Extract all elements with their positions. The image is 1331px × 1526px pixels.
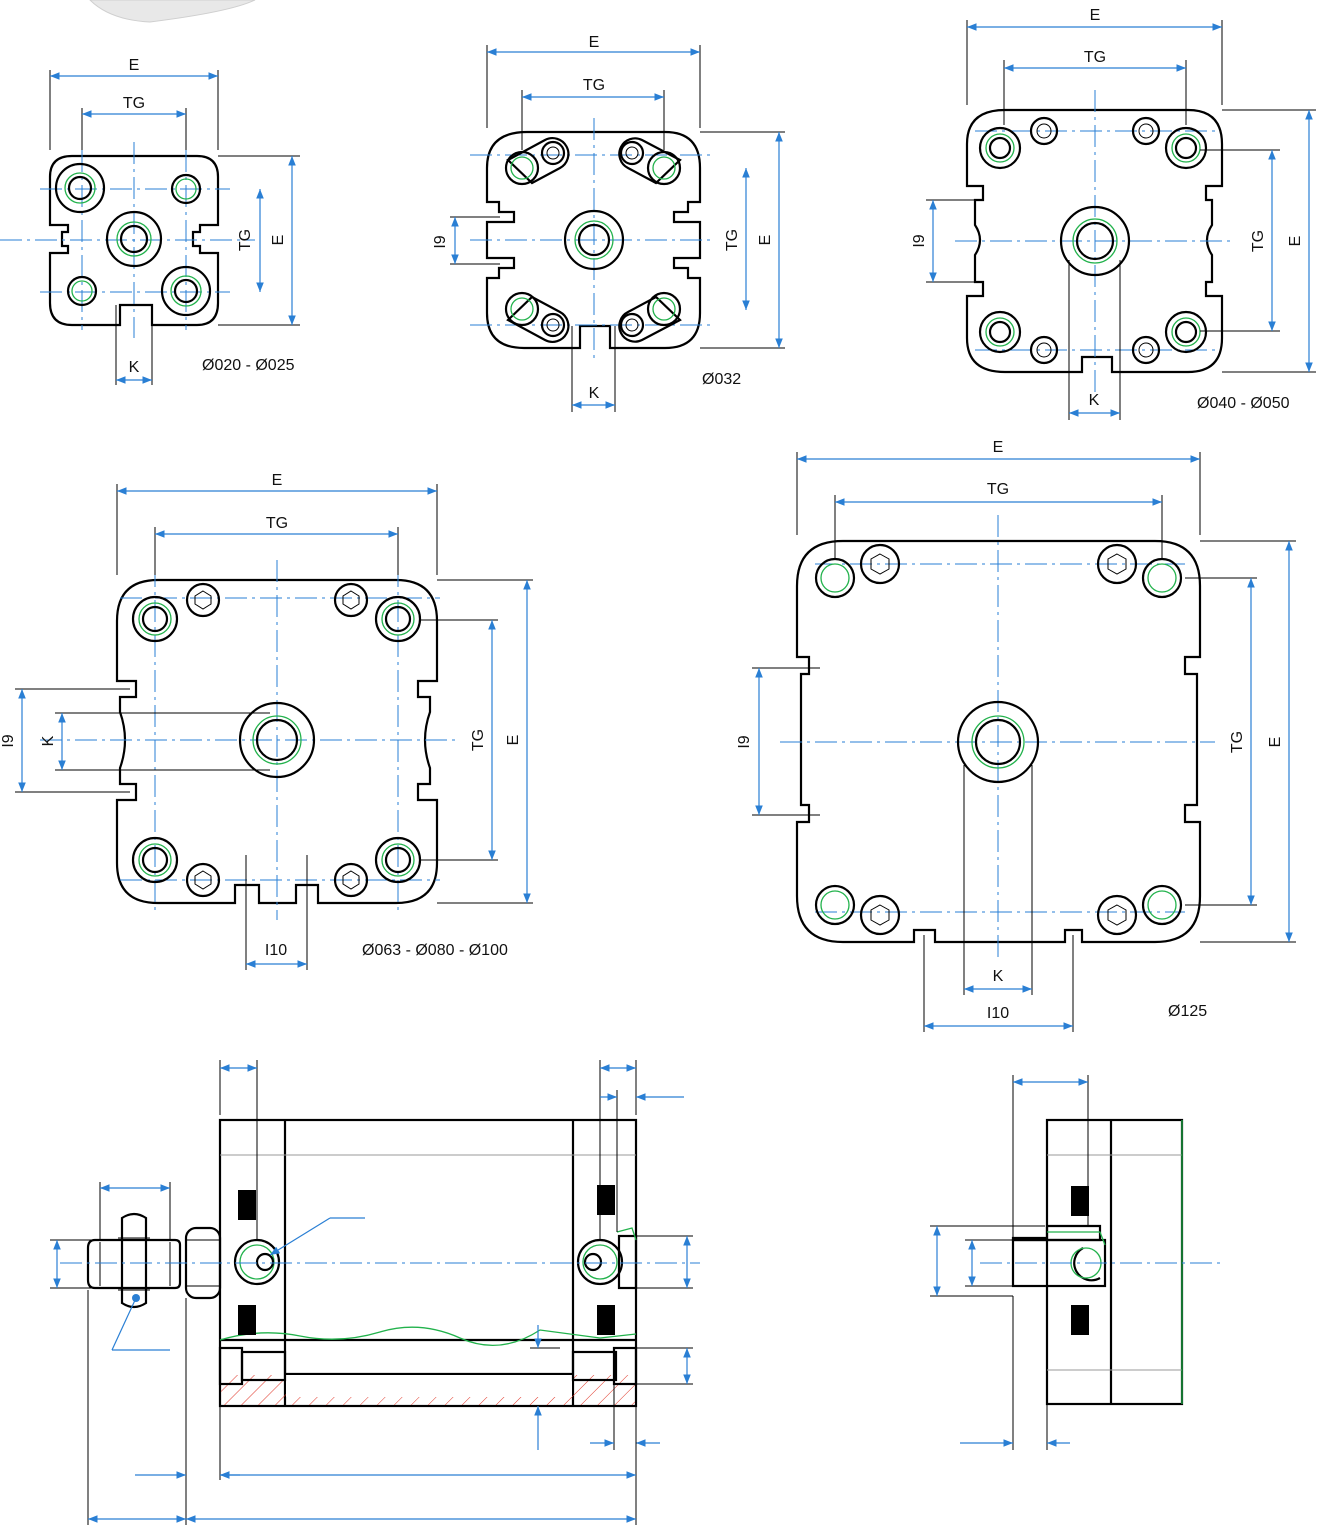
dim-label-i10: I10 bbox=[987, 1005, 1009, 1022]
view-caption: Ø063 - Ø080 - Ø100 bbox=[362, 942, 508, 959]
end-plate-outline bbox=[485, 130, 702, 350]
dim-label-e: E bbox=[129, 57, 140, 74]
rod-bore bbox=[105, 210, 163, 268]
dim-label-k: K bbox=[1089, 392, 1100, 409]
dim-label-e-vertical: E bbox=[757, 235, 774, 246]
mounting-hole bbox=[170, 173, 202, 205]
dim-label-i9: I9 bbox=[432, 235, 449, 248]
end-plate-outline bbox=[795, 539, 1202, 944]
dim-label-k: K bbox=[40, 735, 57, 746]
rod-bore bbox=[238, 701, 316, 779]
dim-label-tg: TG bbox=[583, 77, 605, 94]
dim-label-i9: I9 bbox=[0, 734, 17, 747]
dim-label-tg: TG bbox=[987, 481, 1009, 498]
dim-label-tg-vertical: TG bbox=[1229, 731, 1246, 753]
view-d125: E TG I9 TG E K I10 Ø125 bbox=[736, 439, 1296, 1032]
mounting-hole bbox=[54, 162, 106, 214]
dim-label-tg: TG bbox=[266, 515, 288, 532]
dim-label-tg-vertical: TG bbox=[1250, 230, 1267, 252]
dim-label-i10: I10 bbox=[265, 942, 287, 959]
port-mark bbox=[1071, 1186, 1089, 1216]
dim-label-e-vertical: E bbox=[270, 235, 287, 246]
rod-bore bbox=[563, 209, 625, 271]
photo-fragment bbox=[89, 0, 256, 23]
dim-label-k: K bbox=[589, 385, 600, 402]
dim-label-tg-vertical: TG bbox=[724, 229, 741, 251]
port-mark bbox=[238, 1190, 256, 1220]
view-caption: Ø020 - Ø025 bbox=[202, 357, 295, 374]
port-mark bbox=[597, 1305, 615, 1335]
hex-nut bbox=[120, 1212, 148, 1309]
dim-label-k: K bbox=[129, 359, 140, 376]
view-d032: E TG I9 TG E K Ø032 bbox=[432, 34, 785, 412]
dim-label-i9: I9 bbox=[736, 735, 753, 748]
view-d040-d050: E TG I9 TG E K Ø040 - Ø050 bbox=[911, 7, 1316, 420]
dim-label-e-vertical: E bbox=[505, 735, 522, 746]
port-mark bbox=[1071, 1305, 1089, 1335]
end-view-female-rod bbox=[930, 1075, 1225, 1450]
dim-label-e: E bbox=[993, 439, 1004, 456]
mounting-hole bbox=[66, 275, 98, 307]
cylinder-body bbox=[1045, 1118, 1184, 1406]
view-caption: Ø125 bbox=[1168, 1003, 1207, 1020]
view-d063-d080-d100: E TG I9 K TG E I10 Ø063 - Ø080 - Ø100 bbox=[0, 472, 533, 970]
dim-label-tg-vertical: TG bbox=[237, 229, 254, 251]
dim-label-tg-vertical: TG bbox=[470, 729, 487, 751]
mounting-hole bbox=[160, 265, 212, 317]
port-mark bbox=[597, 1185, 615, 1215]
side-view bbox=[50, 1060, 700, 1525]
dim-label-e: E bbox=[1090, 7, 1101, 24]
view-d020-d025: E TG TG E K Ø020 - Ø025 bbox=[0, 57, 300, 385]
dim-label-tg: TG bbox=[123, 95, 145, 112]
dim-label-i9: I9 bbox=[911, 234, 928, 247]
dim-label-e: E bbox=[589, 34, 600, 51]
rod-bore bbox=[1059, 205, 1131, 277]
dim-label-e: E bbox=[272, 472, 283, 489]
view-caption: Ø032 bbox=[702, 371, 741, 388]
dim-label-e-vertical: E bbox=[1267, 737, 1284, 748]
port-mark bbox=[238, 1305, 256, 1335]
end-plate-outline bbox=[115, 578, 439, 905]
view-caption: Ø040 - Ø050 bbox=[1197, 395, 1290, 412]
dim-label-k: K bbox=[993, 968, 1004, 985]
dim-label-e-vertical: E bbox=[1287, 236, 1304, 247]
rod-bore bbox=[956, 700, 1040, 784]
dim-label-tg: TG bbox=[1084, 49, 1106, 66]
